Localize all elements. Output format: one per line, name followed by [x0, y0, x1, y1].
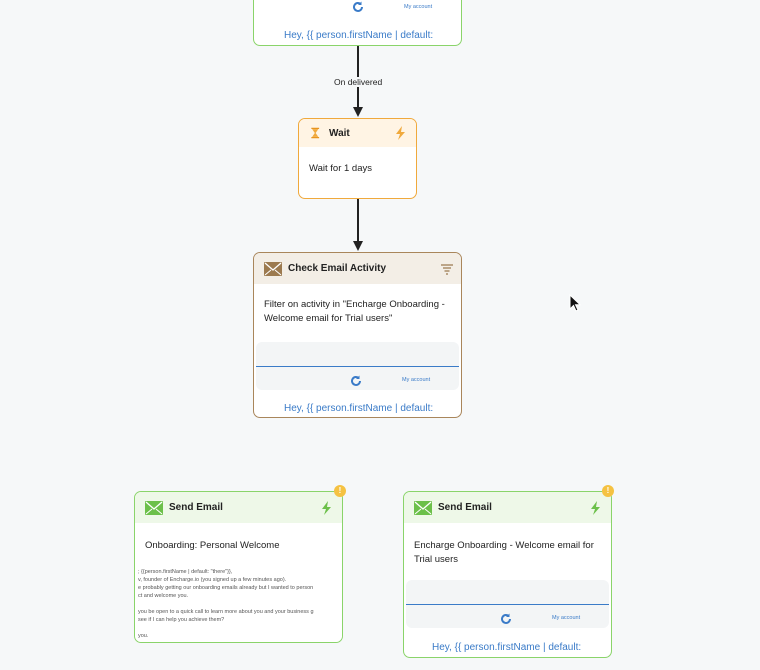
hourglass-icon — [311, 127, 320, 139]
edge-label: On delivered — [333, 77, 384, 87]
check-node-body: Filter on activity in "Encharge Onboardi… — [264, 299, 445, 324]
check-node-title: Check Email Activity — [288, 263, 387, 274]
my-account-link: My account — [552, 615, 581, 621]
preview-greeting: Hey, {{ person.firstName | default: — [432, 642, 582, 653]
snippet-line: ct and welcome you. — [138, 593, 189, 599]
email-preview: My account — [256, 342, 459, 390]
send-email-node-left[interactable]: Send Email Onboarding: Personal Welcome … — [134, 491, 343, 643]
refresh-icon — [353, 1, 363, 12]
edge-arrow — [353, 241, 363, 251]
preview-divider — [406, 604, 609, 605]
send-node-header: Send Email — [404, 492, 611, 523]
edge-line — [357, 199, 359, 241]
send-email-node-right[interactable]: Send Email Encharge Onboarding - Welcome… — [403, 491, 612, 658]
snippet-line: you be open to a quick call to learn mor… — [138, 609, 314, 615]
cursor-icon — [569, 294, 581, 312]
email-preview: My account — [406, 580, 609, 628]
snippet-line: you. — [138, 633, 149, 639]
snippet-line — [138, 600, 314, 608]
my-account-link: My account — [402, 377, 431, 383]
wait-node[interactable]: Wait Wait for 1 days — [298, 118, 417, 199]
email-snippet: ; {{person.firstName | default: "there"}… — [138, 568, 314, 640]
check-email-activity-node[interactable]: Check Email Activity Filter on activity … — [253, 252, 462, 418]
refresh-icon — [501, 613, 511, 624]
lightning-icon — [322, 500, 331, 515]
preview-greeting: Hey, {{ person.firstName | default: — [284, 403, 434, 414]
send-node-title: Send Email — [169, 502, 223, 513]
send-node-title: Send Email — [438, 502, 492, 513]
lightning-icon — [396, 126, 405, 140]
snippet-line — [138, 624, 314, 632]
preview-divider — [256, 366, 459, 367]
lightning-icon — [591, 500, 600, 515]
snippet-line: e probably getting our onboarding emails… — [138, 585, 314, 591]
warning-badge[interactable]: ! — [602, 485, 614, 497]
envelope-icon — [145, 500, 163, 515]
snippet-line: v, founder of Encharge.io (you signed up… — [138, 577, 287, 583]
snippet-line: see if I can help you achieve them? — [138, 617, 225, 623]
email-preview: My account — [256, 0, 459, 25]
envelope-icon — [264, 261, 282, 276]
my-account-link: My account — [404, 4, 433, 10]
wait-node-body: Wait for 1 days — [309, 163, 373, 174]
snippet-line: ; {{person.firstName | default: "there"}… — [138, 569, 233, 575]
warning-badge[interactable]: ! — [334, 485, 346, 497]
send-node-body: Encharge Onboarding - Welcome email for … — [414, 540, 594, 565]
edge-arrow — [353, 107, 363, 117]
refresh-icon — [351, 375, 361, 386]
send-node-body: Onboarding: Personal Welcome — [145, 540, 280, 551]
top-send-email-node[interactable]: My account Hey, {{ person.firstName | de… — [253, 0, 462, 46]
email-preview: ; {{person.firstName | default: "there"}… — [135, 566, 342, 642]
wait-node-title: Wait — [329, 127, 350, 139]
filter-icon — [441, 263, 453, 275]
preview-greeting: Hey, {{ person.firstName | default: — [284, 30, 434, 41]
envelope-icon — [414, 500, 432, 515]
wait-node-header: Wait — [299, 119, 416, 147]
check-node-header: Check Email Activity — [254, 253, 461, 284]
send-node-header: Send Email — [135, 492, 342, 523]
